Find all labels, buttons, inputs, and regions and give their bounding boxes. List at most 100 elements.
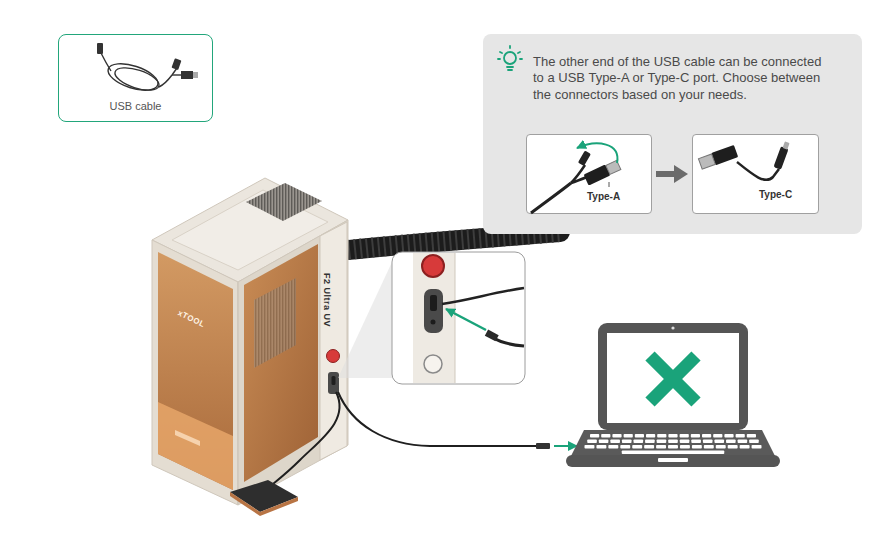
usb-plug-part xyxy=(536,443,550,449)
keyboard-part xyxy=(680,445,690,449)
keyboard-part xyxy=(610,440,620,444)
laptop-part xyxy=(671,326,674,329)
laptop-part xyxy=(650,356,696,402)
cable-icon-part xyxy=(193,72,198,78)
keyboard-part xyxy=(702,434,711,438)
connect-arrow xyxy=(554,445,577,447)
port-closeup-part xyxy=(424,289,443,333)
cables-part xyxy=(268,392,340,488)
cable-icon-part xyxy=(171,58,181,70)
exhaust-hose-part xyxy=(330,232,560,252)
connector-label: Type-A xyxy=(587,191,620,203)
type-c-icon xyxy=(693,135,820,215)
type-a-icon-part xyxy=(571,177,587,183)
keyboard-part xyxy=(726,440,736,444)
keyboard-part xyxy=(713,434,722,438)
keyboard-part xyxy=(601,434,610,438)
type-a-icon xyxy=(527,135,653,215)
label-anchor: xTOOL xyxy=(179,302,209,323)
laser-machine-part xyxy=(328,372,339,394)
keyboard-part xyxy=(680,434,689,438)
cable-icon-part xyxy=(181,71,193,79)
port-closeup-part xyxy=(455,253,456,383)
port-closeup-part xyxy=(446,309,486,330)
type-c-icon-part xyxy=(698,154,715,169)
keyboard-part xyxy=(590,434,599,438)
keyboard-part xyxy=(599,440,609,444)
cable-icon-part xyxy=(101,53,181,95)
foot-pedal xyxy=(230,480,298,516)
keyboard-part xyxy=(724,434,733,438)
cable-icon-part-part xyxy=(105,59,161,96)
laptop-part xyxy=(607,333,739,423)
type-a-icon-part xyxy=(531,183,571,213)
port-closeup-part xyxy=(422,255,444,277)
laptop-part xyxy=(570,430,776,458)
laser-machine-part xyxy=(244,244,318,482)
laptop-part xyxy=(566,455,780,467)
type-a-icon-part xyxy=(578,150,591,166)
keyboard-part xyxy=(612,434,621,438)
keyboard-part xyxy=(668,445,678,449)
port-closeup-part xyxy=(430,295,437,311)
keyboard-part xyxy=(632,445,642,449)
tip-icon-part-part xyxy=(508,69,512,71)
laser-machine-part xyxy=(238,282,239,505)
keyboard-part xyxy=(691,434,700,438)
usb-plug xyxy=(536,443,550,449)
keyboard-part xyxy=(644,445,654,449)
keyboard-part xyxy=(608,445,618,449)
keyboard-part xyxy=(624,434,633,438)
keyboard-part xyxy=(714,440,724,444)
type-c-icon-part xyxy=(711,145,738,165)
laser-machine-part xyxy=(332,376,336,385)
tip-icon-part-part xyxy=(507,66,513,68)
laser-machine-part xyxy=(246,183,322,221)
type-c-icon-part xyxy=(783,141,790,149)
tip-text: The other end of the USB cable can be co… xyxy=(533,54,828,103)
keyboard-part xyxy=(620,445,630,449)
laptop-part xyxy=(658,458,688,462)
keyboard-part xyxy=(728,445,738,449)
laser-machine-part xyxy=(158,402,233,490)
port-closeup-part xyxy=(485,330,499,342)
laser-machine-part xyxy=(238,220,348,505)
keyboard-part xyxy=(668,440,678,444)
exhaust-hose-part xyxy=(330,232,560,252)
cables-part xyxy=(338,392,536,446)
keyboard-part xyxy=(691,440,701,444)
keyboard-part xyxy=(585,445,595,449)
exhaust-hose xyxy=(330,232,560,252)
cables xyxy=(268,392,536,488)
keyboard-part xyxy=(704,445,714,449)
keyboard xyxy=(585,434,762,454)
foot-pedal-part xyxy=(230,480,298,512)
keyboard-part xyxy=(657,434,666,438)
keyboard-part xyxy=(645,440,655,444)
keyboard-part xyxy=(634,440,644,444)
type-a-icon-part xyxy=(609,182,610,187)
model-name: F2 Ultra UV xyxy=(321,273,331,327)
keyboard-part xyxy=(680,440,690,444)
keyboard-part xyxy=(740,445,750,449)
port-closeup-part xyxy=(413,253,455,383)
port-closeup-part xyxy=(494,338,524,346)
connector-card: Type-C xyxy=(692,134,819,214)
connector-label: Type-C xyxy=(759,189,792,201)
laser-machine xyxy=(152,178,348,505)
zoom-wedge xyxy=(338,262,392,378)
laser-machine-part xyxy=(327,350,340,363)
keyboard-part xyxy=(703,440,713,444)
port-closeup-part xyxy=(431,320,436,325)
keyboard-part xyxy=(747,434,756,438)
keyboard-part xyxy=(749,440,759,444)
tip-panel: The other end of the USB cable can be co… xyxy=(483,34,862,234)
tip-icon-part-part xyxy=(500,52,502,53)
port-closeup xyxy=(392,252,525,384)
type-c-icon-part xyxy=(773,146,788,169)
port-closeup-part xyxy=(442,288,524,304)
keyboard-part xyxy=(656,445,666,449)
keyboard-part xyxy=(716,445,726,449)
keyboard-part xyxy=(736,434,745,438)
